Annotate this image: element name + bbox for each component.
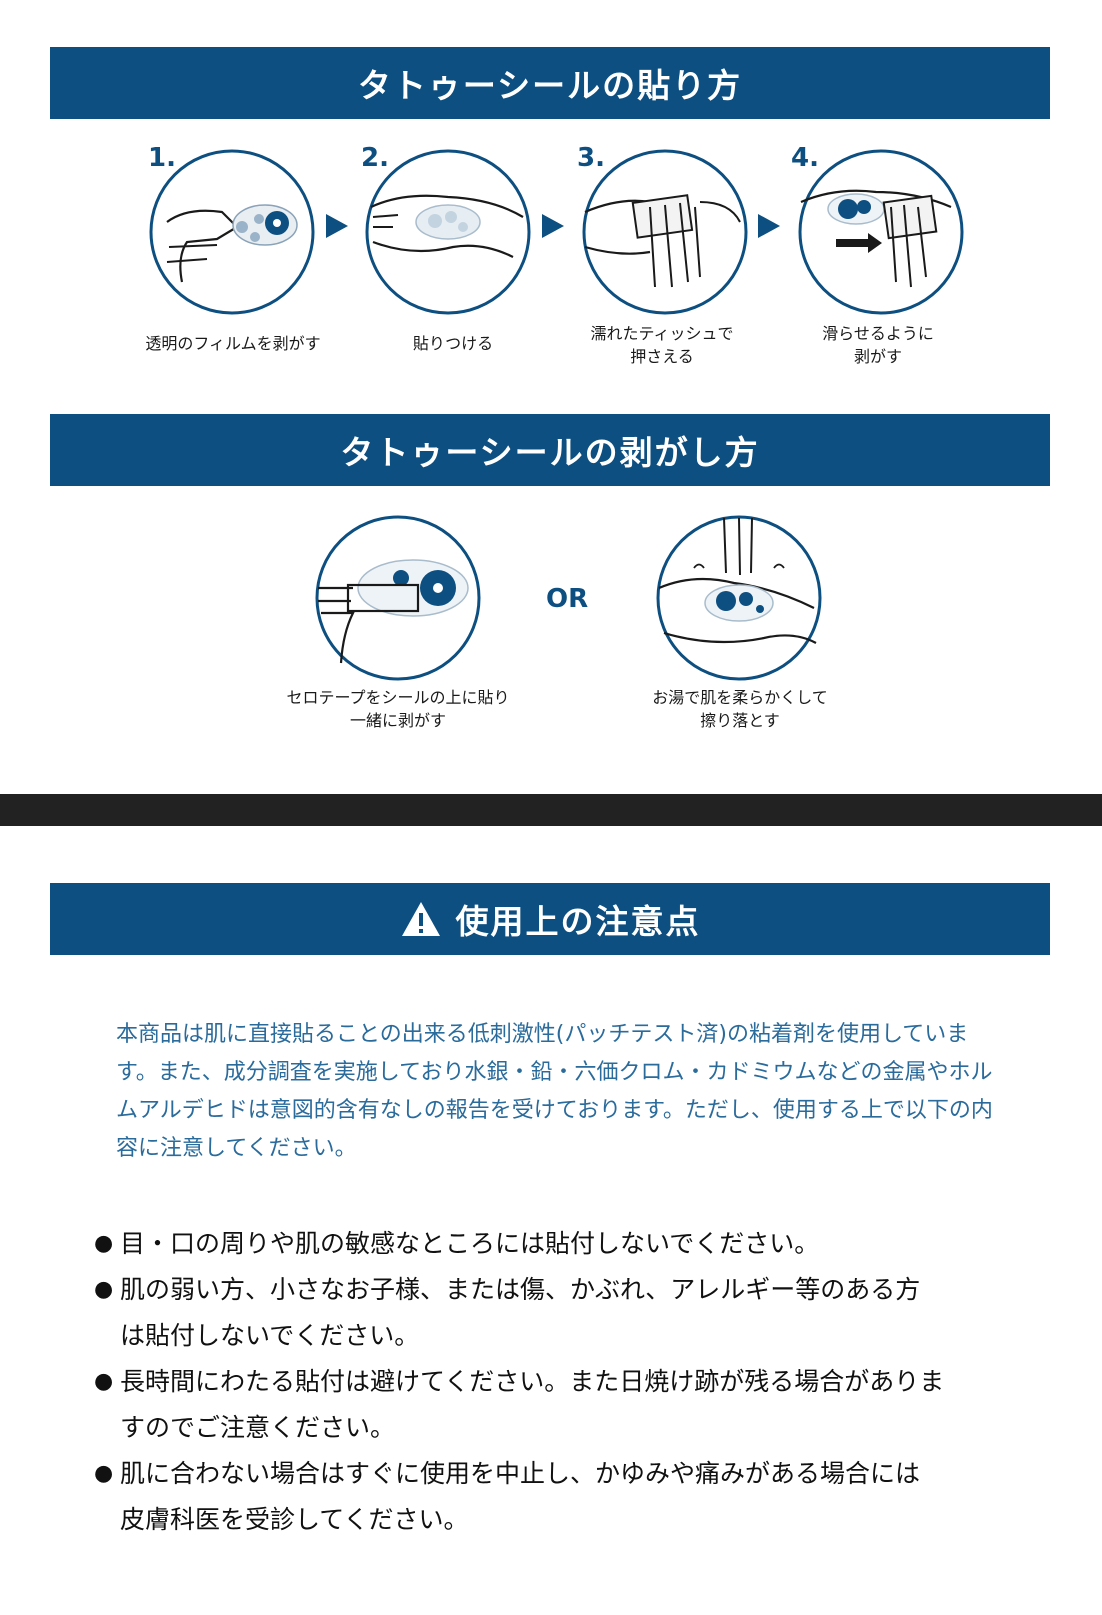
caution-text-2: 肌の弱い方、小さなお子様、または傷、かぶれ、アレルギー等のある方 は貼付しないで… bbox=[120, 1275, 921, 1350]
section-title-cautions-text: 使用上の注意点 bbox=[455, 902, 701, 941]
bullet-mark: ● bbox=[94, 1231, 114, 1256]
caution-text-4: 肌に合わない場合はすぐに使用を中止し、かゆみや痛みがある場合には 皮膚科医を受診… bbox=[120, 1459, 921, 1534]
step-1-number: 1. bbox=[148, 143, 176, 173]
hand-apply-sticker-icon bbox=[365, 149, 531, 315]
hot-water-rub-icon bbox=[656, 515, 822, 681]
section-divider bbox=[0, 794, 1102, 826]
caution-item-2: ● 肌の弱い方、小さなお子様、または傷、かぶれ、アレルギー等のある方 は貼付しな… bbox=[94, 1267, 1014, 1359]
section-title-cautions: 使用上の注意点 bbox=[50, 883, 1050, 955]
step-arrow-1 bbox=[326, 214, 348, 238]
bullet-mark: ● bbox=[94, 1277, 114, 1302]
section-title-remove-text: タトゥーシールの剥がし方 bbox=[340, 433, 760, 472]
step-2-caption: 貼りつける bbox=[412, 334, 494, 353]
bullet-mark: ● bbox=[94, 1369, 114, 1394]
hand-slide-peel-icon bbox=[798, 149, 964, 315]
caution-item-4: ● 肌に合わない場合はすぐに使用を中止し、かゆみや痛みがある場合には 皮膚科医を… bbox=[94, 1451, 1014, 1543]
step-2-number: 2. bbox=[361, 143, 389, 173]
hand-peel-film-icon bbox=[149, 149, 315, 315]
or-label: OR bbox=[546, 584, 589, 614]
step-3-number: 3. bbox=[577, 143, 605, 173]
warning-icon bbox=[400, 900, 442, 938]
bullet-mark: ● bbox=[94, 1461, 114, 1486]
step-4-number: 4. bbox=[791, 143, 819, 173]
step-1-caption: 透明のフィルムを剥がす bbox=[145, 334, 321, 353]
caution-item-3: ● 長時間にわたる貼付は避けてください。また日焼け跡が残る場合がありま すのでご… bbox=[94, 1359, 1014, 1451]
step-arrow-2 bbox=[542, 214, 564, 238]
section-title-apply-text: タトゥーシールの貼り方 bbox=[357, 66, 743, 105]
cautions-list: ● 目・口の周りや肌の敏感なところには貼付しないでください。 ● 肌の弱い方、小… bbox=[94, 1221, 1014, 1543]
method-tape-caption: セロテープをシールの上に貼り 一緒に剥がす bbox=[286, 688, 510, 730]
step-arrow-3 bbox=[758, 214, 780, 238]
caution-text-1: 目・口の周りや肌の敏感なところには貼付しないでください。 bbox=[120, 1229, 820, 1258]
step-3-caption: 濡れたティッシュで 押さえる bbox=[590, 324, 734, 366]
hand-press-tissue-icon bbox=[582, 149, 748, 315]
method-water-caption: お湯で肌を柔らかくして 擦り落とす bbox=[652, 688, 828, 730]
section-title-apply: タトゥーシールの貼り方 bbox=[50, 47, 1050, 119]
cautions-intro: 本商品は肌に直接貼ることの出来る低刺激性(パッチテスト済)の粘着剤を使用していま… bbox=[116, 1022, 993, 1161]
caution-item-1: ● 目・口の周りや肌の敏感なところには貼付しないでください。 bbox=[94, 1221, 1014, 1267]
step-4-caption: 滑らせるように 剥がす bbox=[822, 324, 934, 366]
section-title-remove: タトゥーシールの剥がし方 bbox=[50, 414, 1050, 486]
caution-text-3: 長時間にわたる貼付は避けてください。また日焼け跡が残る場合がありま すのでご注意… bbox=[120, 1367, 945, 1442]
tape-peel-icon bbox=[315, 515, 481, 681]
